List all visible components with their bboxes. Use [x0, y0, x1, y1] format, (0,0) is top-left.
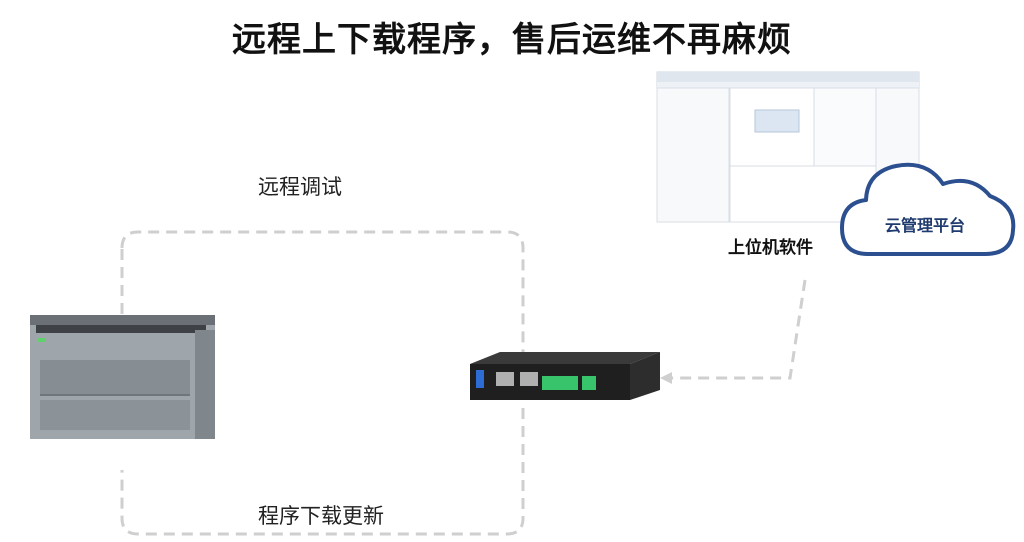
arrow-head	[660, 372, 672, 384]
gateway-device	[470, 352, 660, 400]
dashed-connector	[672, 279, 807, 380]
program-update-label: 程序下载更新	[258, 504, 384, 528]
host-software-screenshot	[656, 71, 920, 223]
dashed-loop	[120, 230, 525, 536]
page-title: 远程上下载程序，售后运维不再麻烦	[232, 20, 792, 60]
plc-device	[30, 315, 215, 439]
host-software-label: 上位机软件	[728, 238, 813, 258]
cloud-shape	[840, 162, 1016, 256]
remote-debug-label: 远程调试	[258, 175, 342, 199]
cloud-platform-label: 云管理平台	[885, 216, 966, 235]
